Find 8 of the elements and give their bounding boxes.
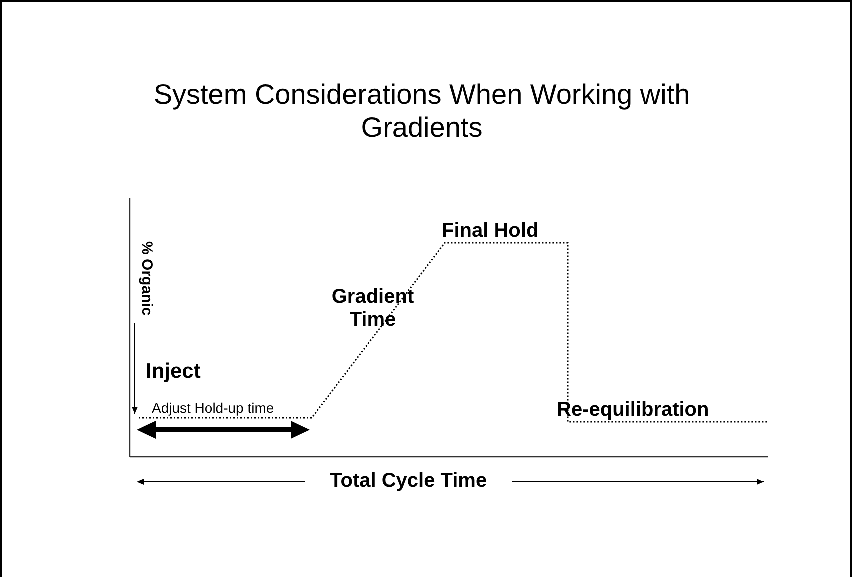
phase-label: Final Hold — [442, 220, 539, 243]
slide-title: System Considerations When Working with Gradients — [152, 78, 692, 144]
phase-label: Re-equilibration — [557, 399, 710, 422]
phase-label: Gradient Time — [330, 286, 416, 332]
annotation-text: Adjust Hold-up time — [152, 400, 274, 416]
phase-label: Inject — [146, 360, 201, 384]
axis-label: % Organic — [138, 241, 156, 316]
axis-label: Total Cycle Time — [330, 470, 488, 493]
